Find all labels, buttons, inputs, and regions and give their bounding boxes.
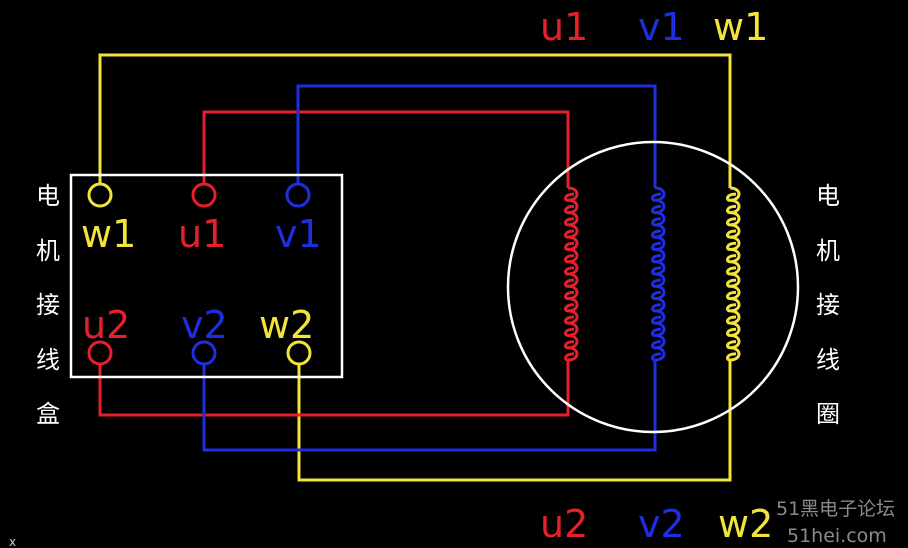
coil-w	[726, 186, 741, 362]
box-title-char: 接	[36, 291, 60, 319]
wire-w2	[297, 360, 732, 482]
coils	[564, 186, 741, 362]
top-label-w1: w1	[713, 5, 768, 49]
watermark-line2: 51hei.com	[787, 525, 887, 547]
motor-outline	[506, 140, 800, 434]
wire-u1	[202, 110, 570, 188]
coil-title-char: 电	[816, 182, 840, 210]
top-label-u1: u1	[540, 5, 588, 49]
bottom-label-u2: u2	[540, 502, 588, 546]
coil-title-char: 接	[816, 291, 840, 319]
wire-u2	[98, 360, 570, 417]
terminal-u2	[87, 340, 113, 366]
wire-v1	[296, 84, 657, 188]
terminal-w1	[87, 182, 113, 208]
junction-box	[69, 173, 344, 379]
wires	[98, 53, 732, 482]
top-label-v1: v1	[638, 5, 685, 49]
coil-title-char: 机	[816, 237, 840, 265]
wire-w1	[98, 53, 732, 188]
terminal-u1	[191, 182, 217, 208]
watermark-line1: 51黑电子论坛	[776, 498, 895, 520]
terminal-w2	[286, 340, 312, 366]
box-title-char: 机	[36, 237, 60, 265]
label-u2: u2	[82, 303, 130, 347]
label-v2: v2	[181, 303, 228, 347]
junction-box-title: 电 机 接 线 盒	[36, 182, 60, 428]
box-title-char: 盒	[36, 400, 60, 428]
label-u1: u1	[178, 212, 226, 256]
coil-title-char: 圈	[816, 400, 840, 428]
bottom-label-v2: v2	[638, 502, 685, 546]
terminals	[87, 182, 312, 366]
coil-title-char: 线	[816, 346, 840, 374]
label-v1: v1	[275, 212, 322, 256]
bottom-label-w2: w2	[718, 502, 773, 546]
coil-u	[564, 186, 579, 362]
terminal-v1	[285, 182, 311, 208]
box-title-char: 电	[36, 182, 60, 210]
coil-v	[651, 186, 666, 362]
label-w2: w2	[259, 303, 314, 347]
box-title-char: 线	[36, 346, 60, 374]
corner-mark: x	[9, 535, 16, 548]
terminal-v2	[191, 340, 217, 366]
wire-v2	[202, 360, 657, 452]
label-w1: w1	[81, 212, 136, 256]
coil-title: 电 机 接 线 圈	[816, 182, 840, 428]
